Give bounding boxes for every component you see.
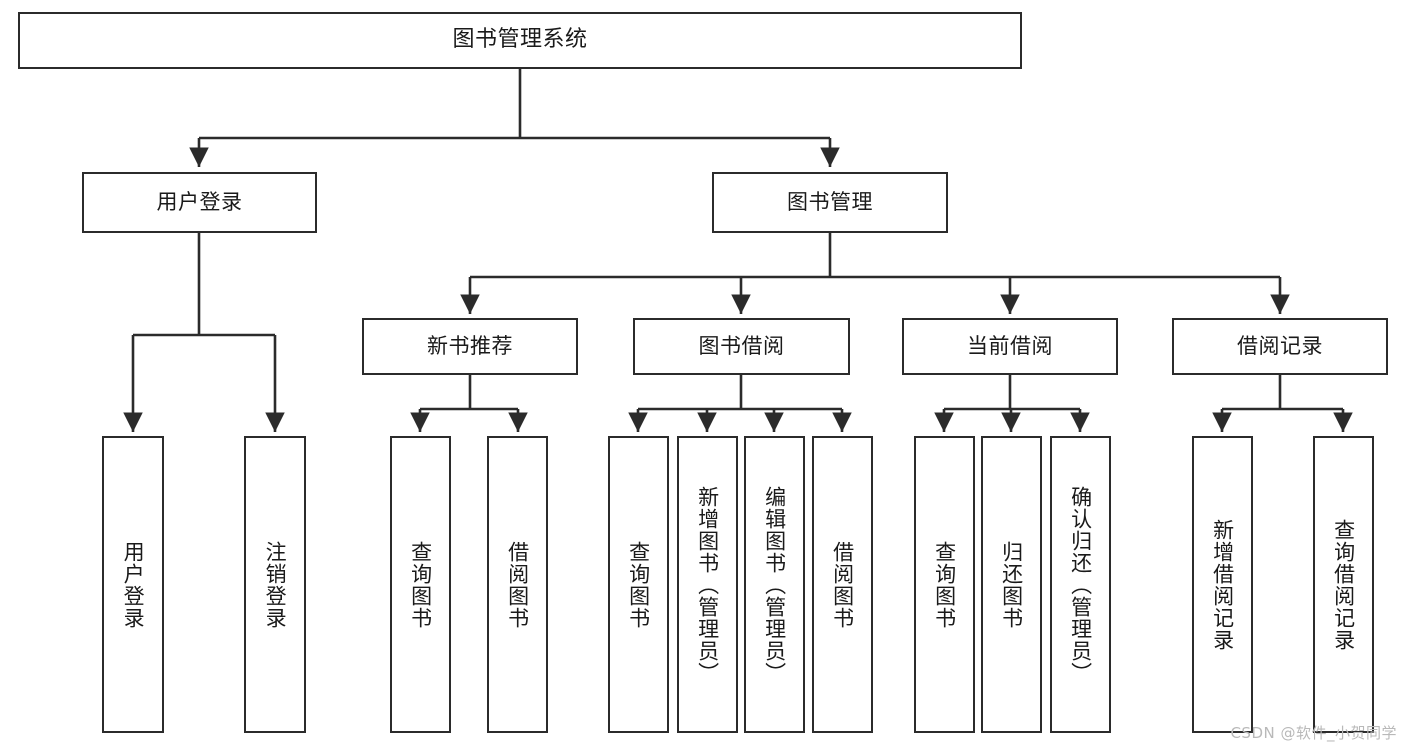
- leaf-record-add-borrow-record[interactable]: 新增借阅记录: [1192, 436, 1253, 733]
- leaf-current-confirm-return-admin[interactable]: 确认归还（管理员）: [1050, 436, 1111, 733]
- leaf-recommend-query-book[interactable]: 查询图书: [390, 436, 451, 733]
- leaf-label: 查询借阅记录: [1331, 518, 1356, 651]
- node-root-system[interactable]: 图书管理系统: [18, 12, 1022, 69]
- leaf-label: 借阅图书: [830, 540, 855, 629]
- node-new-book-recommend[interactable]: 新书推荐: [362, 318, 578, 375]
- leaf-borrow-add-book-admin[interactable]: 新增图书（管理员）: [677, 436, 738, 733]
- node-current-borrow[interactable]: 当前借阅: [902, 318, 1118, 375]
- leaf-label: 编辑图书（管理员）: [762, 485, 787, 684]
- leaf-label: 新增图书（管理员）: [695, 485, 720, 684]
- leaf-borrow-borrow-book[interactable]: 借阅图书: [812, 436, 873, 733]
- leaf-label: 确认归还（管理员）: [1068, 485, 1093, 684]
- leaf-current-return-book[interactable]: 归还图书: [981, 436, 1042, 733]
- leaf-current-query-book[interactable]: 查询图书: [914, 436, 975, 733]
- csdn-watermark: CSDN @软件_小贺同学: [1230, 724, 1397, 742]
- node-borrow-record[interactable]: 借阅记录: [1172, 318, 1388, 375]
- leaf-recommend-borrow-book[interactable]: 借阅图书: [487, 436, 548, 733]
- leaf-label: 用户登录: [121, 540, 146, 629]
- leaf-user-login[interactable]: 用户登录: [102, 436, 164, 733]
- leaf-label: 查询图书: [408, 540, 433, 629]
- node-user-login[interactable]: 用户登录: [82, 172, 317, 233]
- node-book-management[interactable]: 图书管理: [712, 172, 948, 233]
- leaf-label: 查询图书: [626, 540, 651, 629]
- leaf-label: 注销登录: [263, 540, 288, 629]
- node-book-borrow[interactable]: 图书借阅: [633, 318, 850, 375]
- leaf-borrow-query-book[interactable]: 查询图书: [608, 436, 669, 733]
- leaf-borrow-edit-book-admin[interactable]: 编辑图书（管理员）: [744, 436, 805, 733]
- leaf-logout-login[interactable]: 注销登录: [244, 436, 306, 733]
- leaf-label: 查询图书: [932, 540, 957, 629]
- leaf-label: 归还图书: [999, 540, 1024, 629]
- leaf-label: 新增借阅记录: [1210, 518, 1235, 651]
- leaf-record-query-borrow-record[interactable]: 查询借阅记录: [1313, 436, 1374, 733]
- leaf-label: 借阅图书: [505, 540, 530, 629]
